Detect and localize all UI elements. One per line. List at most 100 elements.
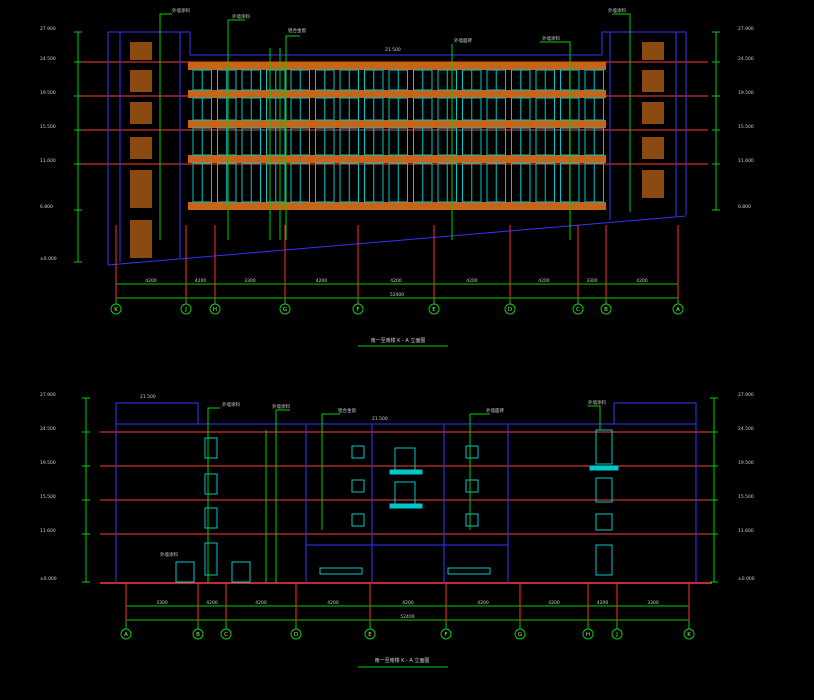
dimension-label: 4200 [636, 278, 648, 284]
panel [130, 70, 152, 92]
callout-text: 外墙涂料 [160, 551, 178, 558]
dimension-label: 4200 [255, 600, 267, 606]
dimension-label: 3300 [156, 600, 168, 606]
callout-text: 外墙涂料 [272, 403, 290, 410]
leader [159, 13, 172, 240]
axis-bubble [110, 303, 122, 315]
top-ground-slope [107, 215, 687, 266]
callout-text: 铝合金窗 [338, 407, 356, 414]
window [595, 544, 613, 576]
axis-bubble [683, 628, 695, 640]
level-elevation-label: 15.500 [738, 494, 754, 500]
bottom-callouts: 外墙涂料 外墙涂料 铝合金窗 外墙面砖 外墙涂料 外墙涂料 21.500 21.… [140, 394, 606, 558]
bottom-elevation: 外墙涂料 外墙涂料 铝合金窗 外墙面砖 外墙涂料 外墙涂料 21.500 21.… [40, 392, 755, 668]
axis-bubble [120, 628, 132, 640]
axis-label: B [604, 307, 608, 313]
dimension-label: 3300 [244, 278, 256, 284]
spandrel-stripe [188, 62, 606, 70]
level-elevation-label: 6.800 [738, 204, 751, 210]
total-dimension-label: 52400 [390, 292, 404, 298]
bottom-building-outline [115, 402, 697, 583]
spandrel-stripe [188, 155, 606, 163]
level-elevation-label: 19.500 [40, 90, 56, 96]
window [351, 445, 365, 459]
axis-bubble [279, 303, 291, 315]
panel [130, 220, 152, 258]
callout-text: 外墙涂料 [542, 35, 560, 42]
panel [130, 170, 152, 208]
panel [130, 102, 152, 124]
axis-label: E [432, 307, 436, 313]
level-elevation-label: 15.500 [738, 124, 754, 130]
bottom-grid-axes: 52400A3300B4200C4200D4200E4200F4200G4200… [120, 583, 695, 640]
panel [642, 170, 664, 198]
dimension-label: 4200 [597, 600, 609, 606]
leader [275, 409, 290, 583]
axis-label: H [586, 632, 590, 638]
level-elevation-label: ±0.000 [40, 576, 57, 582]
panel [130, 42, 152, 60]
dimension-label: 4200 [466, 278, 478, 284]
axis-bubble [611, 628, 623, 640]
axis-label: K [114, 307, 118, 313]
level-elevation-label: 11.600 [738, 158, 754, 164]
dimension-label: 4200 [195, 278, 207, 284]
axis-label: C [224, 632, 228, 638]
axis-bubble [180, 303, 192, 315]
callout-text: 外墙面砖 [454, 37, 472, 44]
top-callouts: 外墙涂料 外墙涂料 铝合金窗 外墙面砖 外墙涂料 外墙涂料 21.500 [172, 7, 626, 53]
balcony [389, 469, 423, 475]
level-elevation-label: 27.900 [40, 392, 56, 398]
axis-bubble [364, 628, 376, 640]
dimension-label: 4200 [402, 600, 414, 606]
dimension-label: 4200 [206, 600, 218, 606]
axis-label: J [615, 632, 618, 638]
door [319, 567, 363, 575]
axis-bubble [209, 303, 221, 315]
level-elevation-label: 11.600 [738, 528, 754, 534]
balcony [589, 465, 619, 471]
leader [612, 13, 631, 212]
axis-label: K [687, 632, 691, 638]
level-elevation-label: 11.600 [40, 158, 56, 164]
axis-label: D [294, 632, 298, 638]
callout-text: 外墙涂料 [172, 7, 190, 14]
top-building-outline [107, 31, 687, 266]
leader [321, 413, 340, 530]
door [447, 567, 491, 575]
leader [227, 19, 245, 240]
axis-bubble [582, 628, 594, 640]
door [231, 561, 251, 583]
level-elevation-label: 27.900 [40, 26, 56, 32]
axis-bubble [428, 303, 440, 315]
level-elevation-label: 19.500 [738, 90, 754, 96]
axis-bubble [192, 628, 204, 640]
level-elevation-label: 24.500 [40, 426, 56, 432]
window [595, 429, 613, 465]
window [204, 542, 218, 576]
dimension-label: 4200 [390, 278, 402, 284]
top-elevation: 外墙涂料 外墙涂料 铝合金窗 外墙面砖 外墙涂料 外墙涂料 21.500 27.… [40, 7, 754, 347]
bottom-leaders [207, 405, 601, 583]
dimension-label: 4200 [316, 278, 328, 284]
total-dimension-label: 52400 [400, 614, 414, 620]
axis-label: H [213, 307, 217, 313]
panel [642, 70, 664, 92]
dimension-label: 4200 [327, 600, 339, 606]
dimension-label: 3300 [647, 600, 659, 606]
window [595, 477, 613, 503]
callout-text: 外墙涂料 [588, 399, 606, 406]
spandrel-stripe [188, 202, 606, 210]
axis-label: F [444, 632, 447, 638]
top-spandrel-stripes [188, 62, 606, 210]
window [204, 473, 218, 495]
top-level-labels-left: 27.90024.50019.50015.50011.6006.800±0.00… [40, 26, 82, 263]
axis-bubble [220, 628, 232, 640]
leader [285, 35, 300, 240]
window [465, 513, 479, 527]
window [204, 437, 218, 459]
panel [130, 137, 152, 159]
top-leaders [159, 13, 631, 240]
